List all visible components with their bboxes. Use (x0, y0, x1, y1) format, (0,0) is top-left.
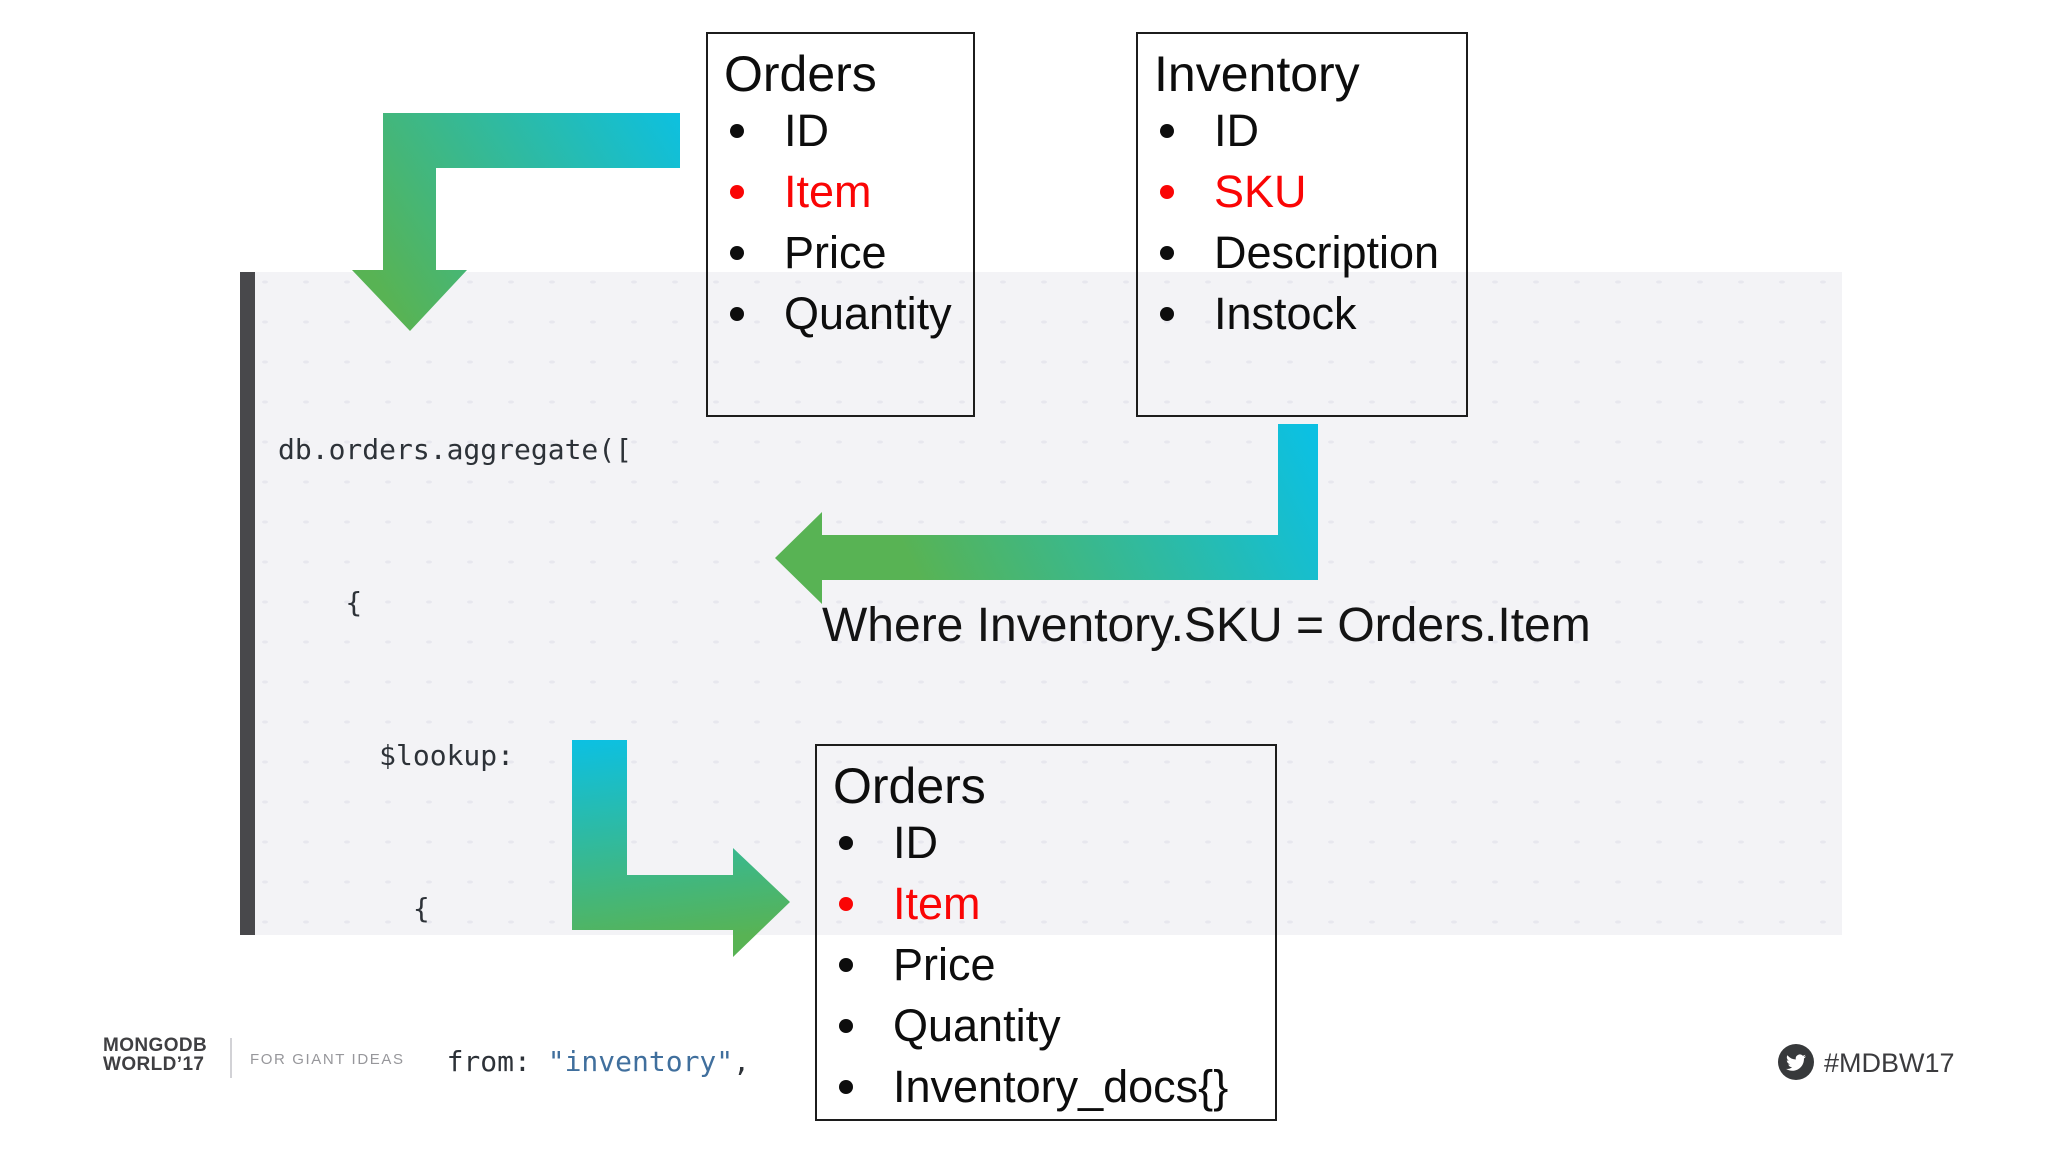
code-line: $lookup: (278, 739, 515, 772)
list-item: SKU (1138, 161, 1466, 222)
event-hashtag: #MDBW17 (1824, 1048, 1955, 1078)
brand-tagline: FOR GIANT IDEAS (250, 1051, 405, 1068)
bullet-icon (1160, 123, 1174, 138)
list-item: Description (1138, 222, 1466, 283)
list-item: Item (817, 873, 1275, 934)
list-item: ID (1138, 100, 1466, 161)
bullet-icon (839, 957, 853, 972)
brand-divider (230, 1038, 232, 1078)
list-item: Item (708, 161, 973, 222)
list-item: Inventory_docs{} (817, 1056, 1275, 1117)
list-item: Price (817, 934, 1275, 995)
bullet-icon (1160, 245, 1174, 260)
box-title: Inventory (1154, 46, 1360, 102)
list-item: ID (817, 812, 1275, 873)
code-line: { (278, 586, 363, 619)
orders-result-box: Orders ID Item Price Quantity Inventory_… (815, 744, 1277, 1121)
bullet-icon (839, 896, 853, 911)
bullet-icon (839, 835, 853, 850)
list-item: Instock (1138, 283, 1466, 344)
code-line: { (278, 892, 430, 925)
twitter-bird-icon (1778, 1044, 1814, 1080)
orders-source-box: Orders ID Item Price Quantity (706, 32, 975, 417)
list-item: ID (708, 100, 973, 161)
bullet-icon (839, 1079, 853, 1094)
list-item: Price (708, 222, 973, 283)
bullet-icon (1160, 184, 1174, 199)
bullet-icon (730, 184, 744, 199)
aggregation-code: db.orders.aggregate([ { $lookup: { from:… (278, 322, 784, 1152)
bullet-icon (730, 245, 744, 260)
code-line: from: "inventory", (278, 1045, 751, 1078)
list-item: Quantity (708, 283, 973, 344)
list-item: Quantity (817, 995, 1275, 1056)
brand-line-1: MONGODB (103, 1035, 208, 1056)
join-condition-text: Where Inventory.SKU = Orders.Item (822, 599, 1591, 652)
bullet-icon (730, 306, 744, 321)
brand-line-2: WORLD’17 (103, 1054, 205, 1075)
code-line: db.orders.aggregate([ (278, 433, 633, 466)
mongodb-world-logo: MONGODB WORLD’17 (103, 1036, 207, 1074)
box-title: Orders (833, 758, 986, 814)
inventory-box: Inventory ID SKU Description Instock (1136, 32, 1468, 417)
bullet-icon (1160, 306, 1174, 321)
bullet-icon (730, 123, 744, 138)
bullet-icon (839, 1018, 853, 1033)
box-title: Orders (724, 46, 877, 102)
